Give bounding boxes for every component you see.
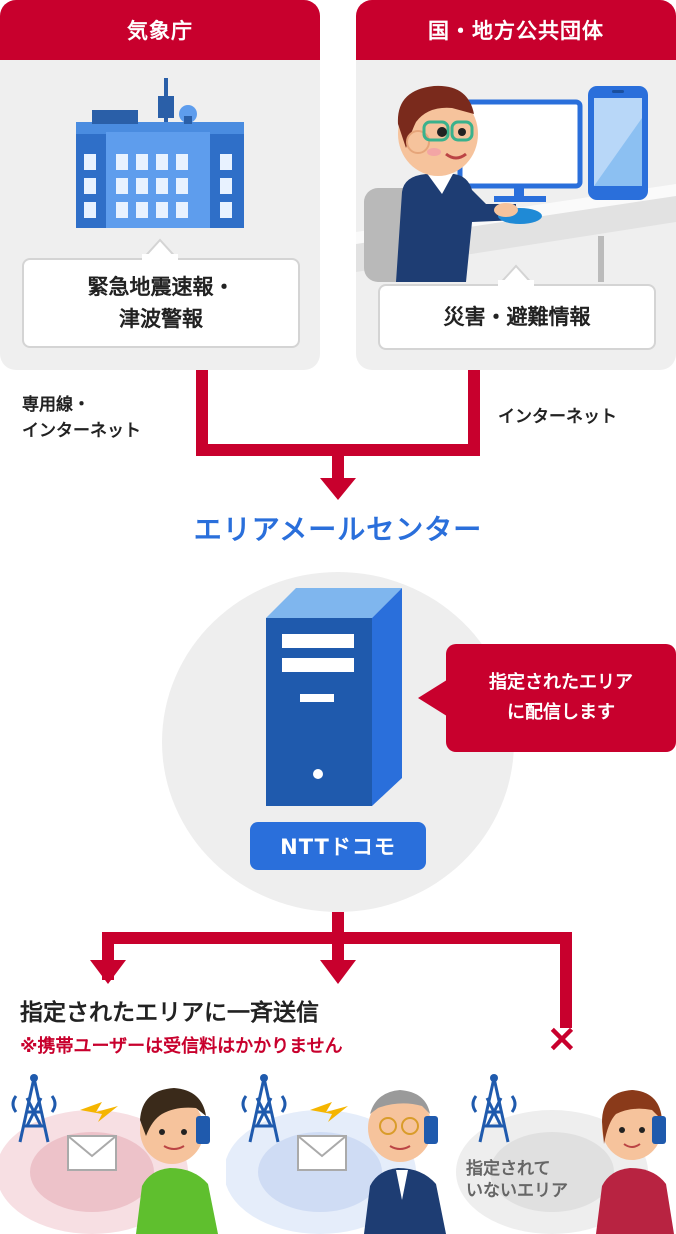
jma-title: 気象庁: [0, 0, 320, 60]
jma-message-bubble: 緊急地震速報・ 津波警報: [22, 258, 300, 348]
top-connector-lines: [196, 370, 480, 500]
lightning-icon: [310, 1102, 348, 1122]
person-with-phone-icon: [136, 1088, 218, 1234]
bubble-pointer-cover: [142, 254, 178, 262]
gov-link-label: インターネット: [498, 407, 617, 427]
recipient-area-2: [226, 1074, 446, 1234]
office-building-icon: [76, 78, 244, 228]
gov-panel: 国・地方公共団体 災害・避難情報: [356, 0, 676, 370]
bottom-connector-lines: [90, 912, 572, 1028]
broadcast-title: 指定されたエリアに一斉送信: [20, 1000, 319, 1026]
antenna-tower-icon: [471, 1077, 517, 1143]
recipient-area-1: [0, 1074, 218, 1234]
mail-envelope-icon: [297, 1135, 347, 1171]
free-of-charge-note: ※携帯ユーザーは受信料はかかりません: [20, 1036, 343, 1057]
server-icon: [266, 588, 402, 806]
excluded-mark: ×: [546, 1016, 578, 1060]
lightning-icon: [80, 1102, 118, 1122]
jma-panel: 気象庁 緊急地震速報・ 津波警報: [0, 0, 320, 370]
operator-badge: NTTドコモ: [250, 822, 426, 870]
person-with-phone-icon: [596, 1090, 674, 1234]
antenna-tower-icon: [241, 1077, 287, 1143]
person-with-phone-icon: [364, 1090, 446, 1234]
bubble-pointer-cover: [498, 280, 534, 288]
person-at-computer-icon: [356, 85, 676, 282]
smartphone-icon: [588, 86, 648, 200]
gov-title: 国・地方公共団体: [356, 0, 676, 60]
mail-envelope-icon: [67, 1135, 117, 1171]
delivery-callout: 指定されたエリア に配信します: [446, 644, 676, 752]
non-recipient-area: [456, 1074, 674, 1234]
callout-pointer: [418, 678, 450, 718]
jma-link-label: 専用線・ インターネット: [22, 395, 141, 441]
gov-message-bubble: 災害・避難情報: [378, 284, 656, 350]
outside-area-label: 指定されて いないエリア: [466, 1159, 568, 1201]
antenna-tower-icon: [11, 1077, 57, 1143]
area-mail-center-title: エリアメールセンター: [193, 513, 483, 546]
